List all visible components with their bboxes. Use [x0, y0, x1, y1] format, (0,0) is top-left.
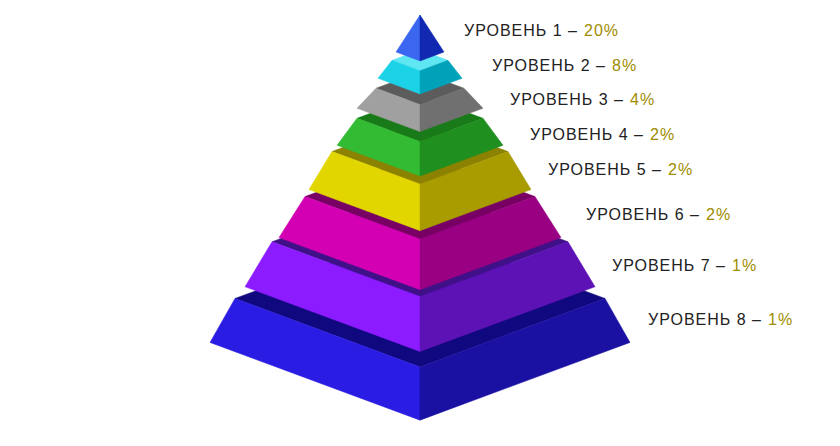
level-name: УРОВЕНЬ 2 – — [492, 56, 606, 76]
level-label: УРОВЕНЬ 4 – 2% — [530, 125, 675, 145]
level-label: УРОВЕНЬ 1 – 20% — [464, 21, 619, 41]
level-percent: 2% — [668, 160, 693, 180]
level-name: УРОВЕНЬ 6 – — [586, 205, 700, 225]
tier-face — [420, 298, 630, 420]
level-name: УРОВЕНЬ 1 – — [464, 21, 578, 41]
level-percent: 20% — [584, 21, 619, 41]
level-name: УРОВЕНЬ 7 – — [612, 256, 726, 276]
level-name: УРОВЕНЬ 3 – — [510, 90, 624, 110]
level-label: УРОВЕНЬ 5 – 2% — [548, 160, 693, 180]
level-percent: 8% — [612, 56, 637, 76]
level-name: УРОВЕНЬ 4 – — [530, 125, 644, 145]
level-label: УРОВЕНЬ 6 – 2% — [586, 205, 731, 225]
level-label: УРОВЕНЬ 3 – 4% — [510, 90, 655, 110]
tier-face — [210, 298, 420, 420]
level-name: УРОВЕНЬ 5 – — [548, 160, 662, 180]
level-percent: 1% — [768, 310, 793, 330]
level-label: УРОВЕНЬ 7 – 1% — [612, 256, 757, 276]
level-percent: 2% — [650, 125, 675, 145]
pyramid-tier: УРОВЕНЬ 1 – 20% — [394, 13, 624, 63]
tier-face — [420, 15, 444, 61]
level-percent: 2% — [706, 205, 731, 225]
level-label: УРОВЕНЬ 8 – 1% — [648, 310, 793, 330]
level-label: УРОВЕНЬ 2 – 8% — [492, 56, 637, 76]
level-name: УРОВЕНЬ 8 – — [648, 310, 762, 330]
level-percent: 4% — [630, 90, 655, 110]
level-percent: 1% — [732, 256, 757, 276]
tier-face — [396, 15, 420, 61]
tier-shape — [394, 13, 446, 63]
